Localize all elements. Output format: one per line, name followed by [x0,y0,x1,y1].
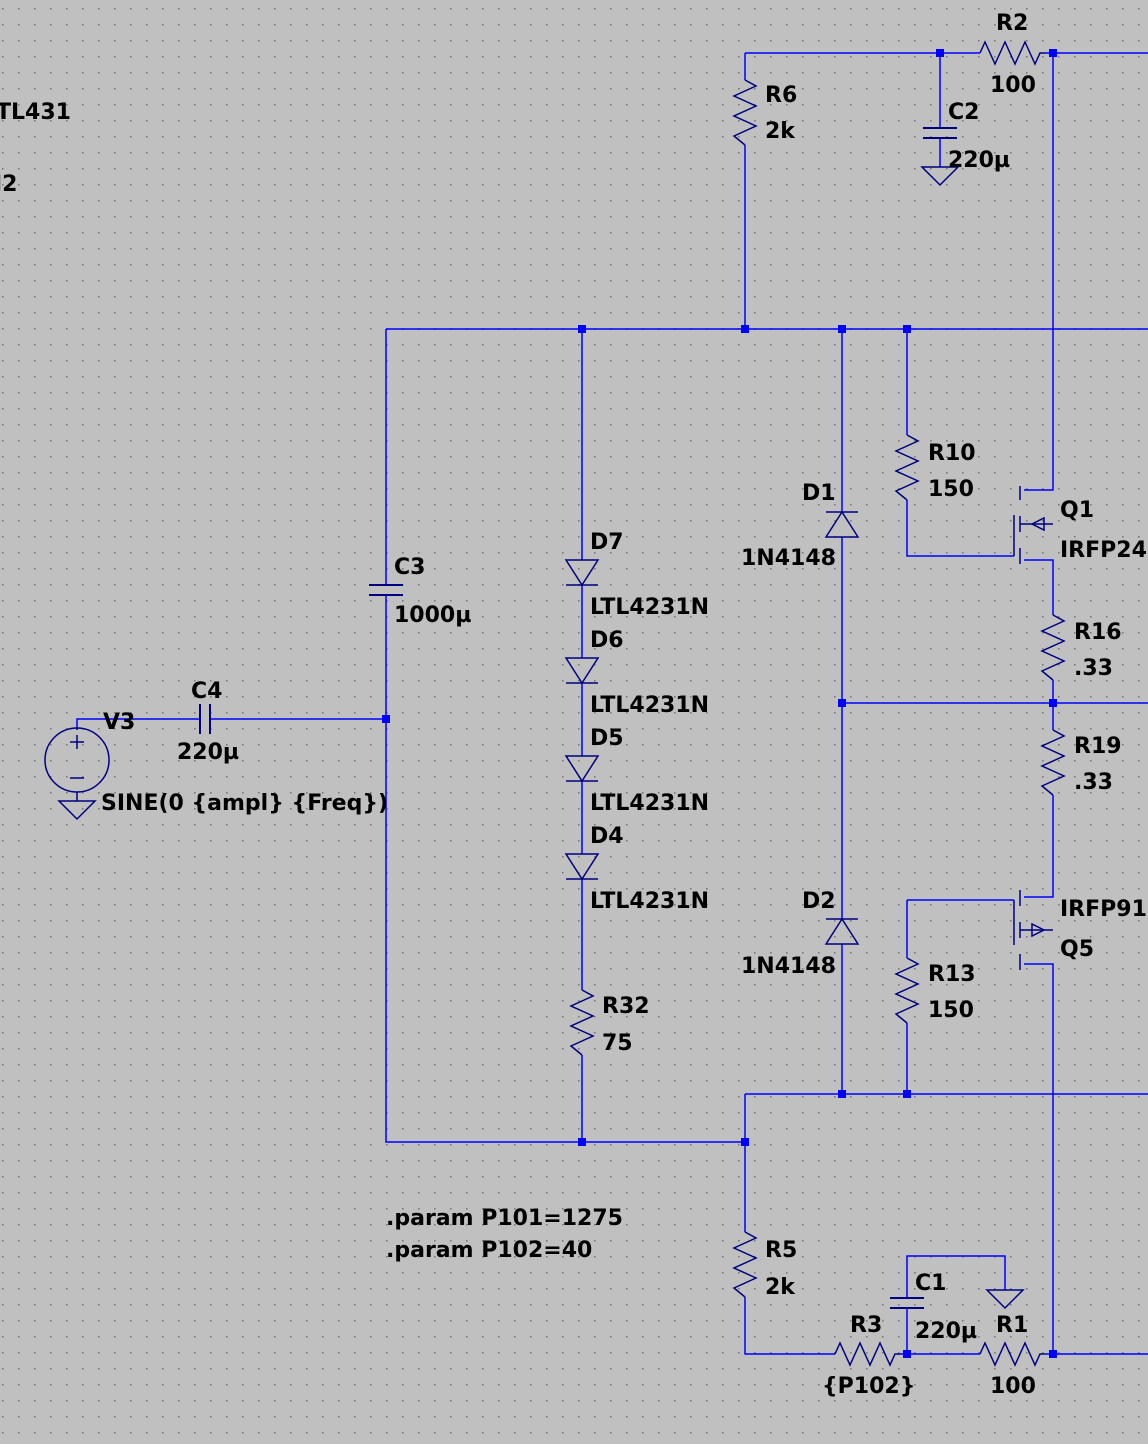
label-d1-name: D1 [802,481,836,506]
resistor-r16-symbol[interactable] [1040,614,1066,681]
label-r10-name: R10 [928,441,976,466]
label-r13-name: R13 [928,962,976,987]
wires [76,52,1148,1355]
spice-directive[interactable]: .param P101=1275 [386,1206,623,1231]
resistor-r32-symbol[interactable] [569,989,595,1056]
label-v3-name: V3 [103,710,135,735]
label-v3-value: SINE(0 {ampl} {Freq}) [101,791,388,816]
label-r16-name: R16 [1074,620,1122,645]
label-d5-value: LTL4231N [590,791,709,816]
label-d1-value: 1N4148 [741,546,836,571]
label-r5-name: R5 [765,1238,797,1263]
label-q5-value: IRFP91 [1060,897,1147,922]
label-r19-value: .33 [1074,770,1113,795]
led-d6-symbol[interactable] [564,657,600,685]
diode-d2-symbol[interactable] [824,917,860,945]
label-r1-value: 100 [990,1374,1036,1399]
diode-d1-symbol[interactable] [824,510,860,538]
label-c4-value: 220µ [177,740,239,765]
led-d4-symbol[interactable] [564,853,600,881]
label-r13-value: 150 [928,998,974,1023]
label-r2-value: 100 [990,73,1036,98]
component-labels: TL431 J2 R2 100 R6 2k C2 220µ R10 150 D1… [0,11,1147,1399]
capacitor-c3-symbol[interactable] [369,584,403,596]
label-d2-name: D2 [802,889,836,914]
label-d4-name: D4 [590,824,624,849]
resistor-r1-symbol[interactable] [979,1341,1045,1367]
label-c1-value: 220µ [915,1319,977,1344]
junction-dots [382,49,1057,1358]
voltage-source-v3-symbol[interactable] [44,727,110,801]
label-r32-value: 75 [602,1031,633,1056]
label-r5-value: 2k [765,1275,796,1300]
capacitor-c2-symbol[interactable] [923,127,957,139]
label-q1-value: IRFP24 [1060,538,1147,563]
label-r2-name: R2 [996,11,1028,36]
led-d5-symbol[interactable] [564,755,600,783]
capacitor-c1-symbol[interactable] [890,1297,924,1309]
resistor-r6-symbol[interactable] [732,79,758,146]
label-d6-name: D6 [590,628,624,653]
led-d7-symbol[interactable] [564,559,600,587]
ground-icon [985,1289,1025,1310]
label-c3-value: 1000µ [394,603,471,628]
capacitor-c4-symbol[interactable] [199,704,211,734]
label-r6-name: R6 [765,83,797,108]
label-r3-name: R3 [850,1313,882,1338]
left-label-tl431: TL431 [0,100,71,125]
label-d5-name: D5 [590,726,624,751]
label-q5-name: Q5 [1060,937,1094,962]
resistor-r3-symbol[interactable] [834,1341,900,1367]
label-r3-value: {P102} [822,1374,915,1399]
label-c2-value: 220µ [948,148,1010,173]
label-d2-value: 1N4148 [741,954,836,979]
resistor-r2-symbol[interactable] [979,40,1045,66]
label-c1-name: C1 [915,1271,946,1296]
label-r19-name: R19 [1074,734,1122,759]
label-d6-value: LTL4231N [590,693,709,718]
label-q1-name: Q1 [1060,498,1094,523]
label-r10-value: 150 [928,477,974,502]
resistor-r13-symbol[interactable] [894,957,920,1024]
resistor-r10-symbol[interactable] [894,434,920,501]
label-r32-name: R32 [602,994,650,1019]
label-c3-name: C3 [394,555,425,580]
mosfet-q1-symbol[interactable] [1013,486,1053,564]
mosfet-q5-symbol[interactable] [1013,890,1053,970]
label-d7-name: D7 [590,530,624,555]
spice-directive[interactable]: .param P102=40 [386,1238,592,1263]
resistor-r5-symbol[interactable] [732,1231,758,1298]
label-r6-value: 2k [765,119,796,144]
label-c2-name: C2 [948,100,979,125]
ground-icon [920,166,960,187]
label-d7-value: LTL4231N [590,595,709,620]
label-r1-name: R1 [996,1313,1028,1338]
label-r16-value: .33 [1074,656,1113,681]
label-d4-value: LTL4231N [590,889,709,914]
resistor-r19-symbol[interactable] [1040,729,1066,796]
left-label-j2: J2 [0,172,18,197]
label-c4-name: C4 [191,679,222,704]
